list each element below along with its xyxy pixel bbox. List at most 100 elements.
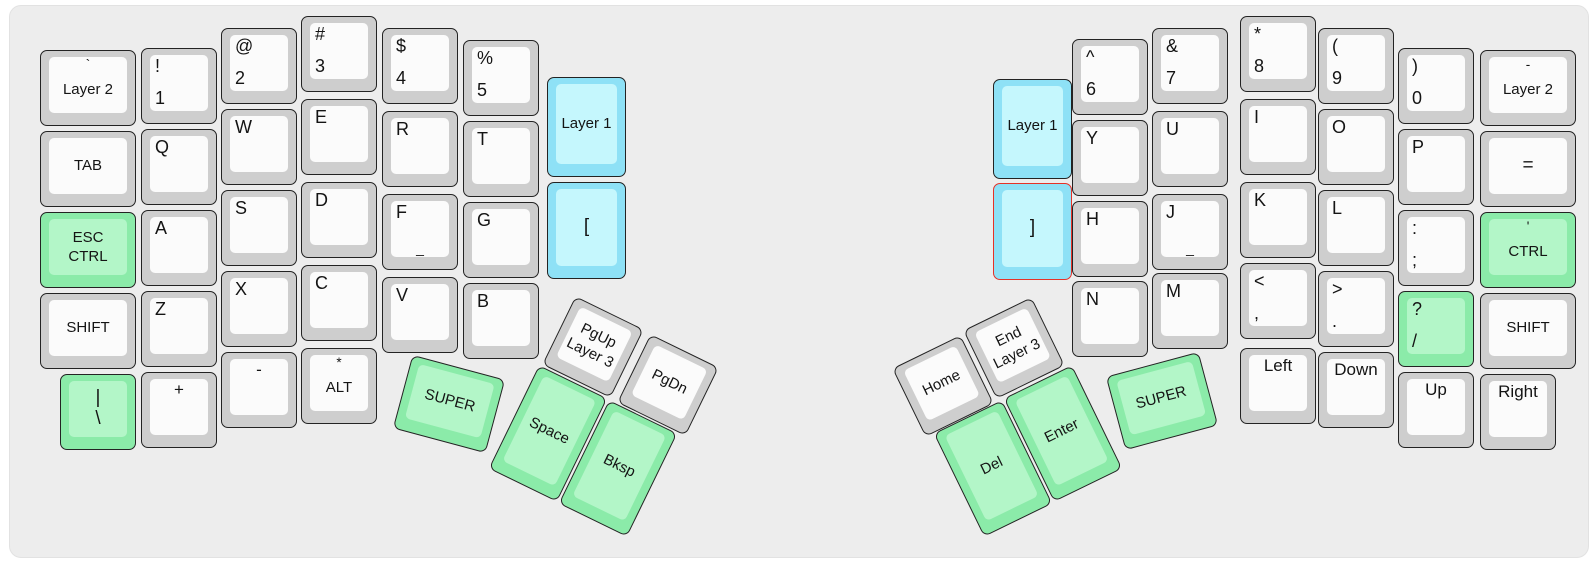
key-shift-right[interactable]: SHIFT — [1480, 293, 1576, 369]
key-lbracket[interactable]: [ — [547, 182, 626, 279]
key-t[interactable]: T — [463, 121, 539, 197]
key-e[interactable]: E — [301, 99, 377, 175]
key-top-surface: - — [230, 359, 288, 415]
key-caret-6[interactable]: ^6 — [1072, 39, 1148, 115]
key-pipe-backslash[interactable]: |\ — [60, 374, 136, 450]
key-top-surface: H — [1081, 208, 1139, 264]
key-top-surface: *8 — [1249, 23, 1307, 79]
key-rbracket[interactable]: ] — [993, 183, 1072, 280]
key-label: G — [477, 210, 492, 230]
key-star-8[interactable]: *8 — [1240, 16, 1316, 92]
key-label: ' — [1526, 219, 1530, 234]
key-star-alt[interactable]: *ALT — [301, 348, 377, 424]
key-l[interactable]: L — [1318, 190, 1394, 266]
key-label: SUPER — [1133, 382, 1189, 413]
key-arrow-left[interactable]: Left — [1240, 348, 1316, 424]
key-label: 6 — [1086, 79, 1097, 99]
key-label: 9 — [1332, 68, 1343, 88]
key-top-surface: Down — [1327, 359, 1385, 415]
key-top-surface: S — [230, 197, 288, 253]
key-plus[interactable]: + — [141, 372, 217, 448]
key-label: Up — [1425, 380, 1447, 399]
key-w[interactable]: W — [221, 109, 297, 185]
key-label: ` — [85, 57, 91, 72]
key-amp-7[interactable]: &7 — [1152, 28, 1228, 104]
key-m[interactable]: M — [1152, 273, 1228, 349]
key-equals[interactable]: = — [1480, 131, 1576, 207]
key-label: < — [1254, 271, 1265, 291]
key-top-surface: |\ — [69, 381, 127, 437]
key-i[interactable]: I — [1240, 99, 1316, 175]
key-arrow-down[interactable]: Down — [1318, 352, 1394, 428]
key-z[interactable]: Z — [141, 291, 217, 367]
key-label-group: [ — [556, 189, 617, 266]
key-k[interactable]: K — [1240, 182, 1316, 258]
key-hash-3[interactable]: #3 — [301, 16, 377, 92]
key-label: ( — [1332, 36, 1338, 56]
key-lt-comma[interactable]: <, — [1240, 263, 1316, 339]
key-quote-ctrl[interactable]: 'CTRL — [1480, 212, 1576, 288]
key-d[interactable]: D — [301, 182, 377, 258]
key-y[interactable]: Y — [1072, 120, 1148, 196]
key-dollar-4[interactable]: $4 — [382, 28, 458, 104]
key-label: M — [1166, 281, 1181, 301]
key-x[interactable]: X — [221, 271, 297, 347]
key-top-surface: )0 — [1407, 55, 1465, 111]
key-b[interactable]: B — [463, 283, 539, 359]
homing-bar: _ — [1186, 240, 1194, 256]
key-label: T — [477, 129, 488, 149]
key-colon-semicolon[interactable]: :; — [1398, 210, 1474, 286]
key-label: . — [1332, 311, 1338, 331]
key-top-surface: U — [1161, 118, 1219, 174]
key-q[interactable]: Q — [141, 129, 217, 205]
key-minus[interactable]: - — [221, 352, 297, 428]
key-layer1-right[interactable]: Layer 1 — [993, 79, 1072, 179]
key-g[interactable]: G — [463, 202, 539, 278]
key-arrow-right[interactable]: Right — [1480, 374, 1556, 450]
key-layer2-left[interactable]: `Layer 2 — [40, 50, 136, 126]
key-f[interactable]: F_ — [382, 194, 458, 270]
key-percent-5[interactable]: %5 — [463, 40, 539, 116]
key-label: , — [1254, 303, 1260, 323]
key-label: + — [174, 380, 184, 399]
key-label: U — [1166, 119, 1179, 139]
key-c[interactable]: C — [301, 265, 377, 341]
key-top-surface: @2 — [230, 35, 288, 91]
key-label: ] — [1029, 217, 1036, 239]
key-label: Home — [919, 366, 964, 400]
key-top-surface: J_ — [1161, 201, 1219, 257]
key-v[interactable]: V — [382, 277, 458, 353]
key-tab[interactable]: TAB — [40, 131, 136, 207]
key-s[interactable]: S — [221, 190, 297, 266]
key-j[interactable]: J_ — [1152, 194, 1228, 270]
key-label: Layer 2 — [1502, 81, 1554, 99]
key-h[interactable]: H — [1072, 201, 1148, 277]
key-layer2-right[interactable]: -Layer 2 — [1480, 50, 1576, 126]
key-question-slash[interactable]: ?/ — [1398, 291, 1474, 367]
key-top-surface: SUPER — [1116, 360, 1207, 436]
key-o[interactable]: O — [1318, 109, 1394, 185]
key-label: ; — [1412, 250, 1418, 270]
key-label: 7 — [1166, 68, 1177, 88]
key-label: CTRL — [68, 248, 108, 265]
key-top-surface: ^6 — [1081, 46, 1139, 102]
key-top-surface: X — [230, 278, 288, 334]
key-at-2[interactable]: @2 — [221, 28, 297, 104]
key-a[interactable]: A — [141, 210, 217, 286]
key-top-surface: !1 — [150, 55, 208, 111]
key-arrow-up[interactable]: Up — [1398, 372, 1474, 448]
key-gt-dot[interactable]: >. — [1318, 271, 1394, 347]
key-r[interactable]: R — [382, 111, 458, 187]
key-shift-left[interactable]: SHIFT — [40, 293, 136, 369]
key-bang-1[interactable]: !1 — [141, 48, 217, 124]
key-u[interactable]: U — [1152, 111, 1228, 187]
key-n[interactable]: N — [1072, 281, 1148, 357]
key-layer1-left[interactable]: Layer 1 — [547, 77, 626, 177]
key-lparen-9[interactable]: (9 — [1318, 28, 1394, 104]
key-p[interactable]: P — [1398, 129, 1474, 205]
key-rparen-0[interactable]: )0 — [1398, 48, 1474, 124]
key-top-surface: #3 — [310, 23, 368, 79]
